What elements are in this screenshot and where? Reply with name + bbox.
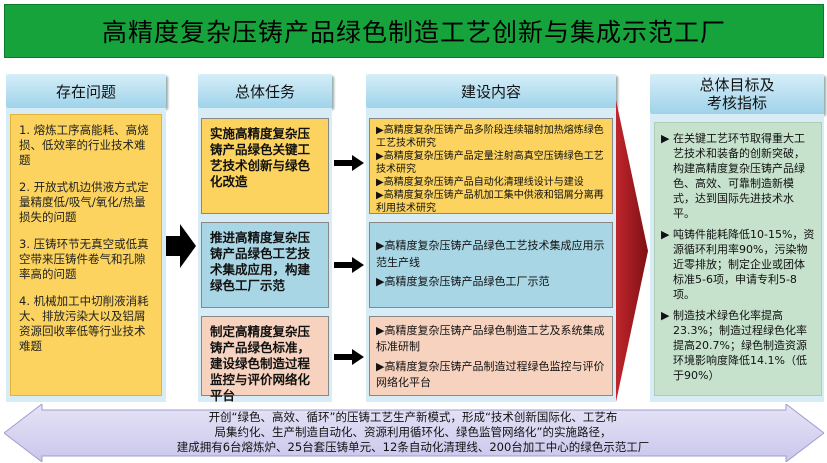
chevron-right-icon [616,100,648,402]
bottom-summary: 开创“绿色、高效、循环”的压铸工艺生产新模式，形成“技术创新国际化、工艺布 局集… [60,410,766,458]
bottom-line-1: 开创“绿色、高效、循环”的压铸工艺生产新模式，形成“技术创新国际化、工艺布 [208,410,618,424]
content-group-3: ▶高精度复杂压铸产品绿色制造工艺及系统集成标准研制 ▶高精度复杂压铸产品制造过程… [369,316,613,396]
content-item: ▶高精度复杂压铸产品制造过程绿色监控与评价网络化平台 [376,360,605,389]
problem-item-3: 3. 压铸环节无真空或低真空带来压铸件卷气和孔隙率高的问题 [19,237,149,281]
arrow-right-icon [166,224,196,268]
header-goals: 总体目标及 考核指标 [650,74,824,114]
goal-item-3: ▶ 制造技术绿色化率提高23.3%；制造过程绿色化率提高20.7%；绿色制造资源… [661,309,807,382]
goal-item-1: ▶ 在关键工艺环节取得重大工艺技术和装备的创新突破，构建高精度复杂压铸产品绿色、… [661,132,805,220]
task-2: 推进高精度复杂压铸产品绿色工艺技术集成应用，构建绿色工厂示范 [201,222,329,308]
problems-column: 1. 熔炼工序高能耗、高烧损、低效率的行业技术难题 2. 开放式机边供液方式定量… [6,108,166,402]
arrow-right-icon [334,155,364,171]
header-goals-line2: 考核指标 [706,94,767,112]
header-tasks-label: 总体任务 [234,82,295,101]
header-problems-label: 存在问题 [55,82,116,101]
content-item: ▶高精度复杂压铸产品多阶段连续辐射加热熔炼绿色工艺技术研究 [376,125,604,149]
content-item: ▶高精度复杂压铸产品机加工集中供液和铝屑分离再利用技术研究 [376,190,604,214]
content-item: ▶高精度复杂压铸产品定量注射高真空压铸绿色工艺技术研究 [376,151,604,175]
problems-box: 1. 熔炼工序高能耗、高烧损、低效率的行业技术难题 2. 开放式机边供液方式定量… [10,114,162,396]
content-item: ▶高精度复杂压铸产品绿色工艺技术集成应用示范生产线 [376,239,605,269]
bottom-line-2: 局集约化、生产制造自动化、资源利用循环化、绿色监管网络化”的实施路径， [214,425,612,439]
header-problems: 存在问题 [6,74,166,108]
goals-box: ▶ 在关键工艺环节取得重大工艺技术和装备的创新突破，构建高精度复杂压铸产品绿色、… [654,122,822,396]
problem-item-2: 2. 开放式机边供液方式定量精度低/吸气/氧化/热量损失的问题 [19,180,149,224]
double-arrow-banner [4,404,824,462]
content-item: ▶高精度复杂压铸产品绿色工厂示范 [376,275,550,288]
arrow-right-icon [334,257,364,273]
task-1-label: 实施高精度复杂压铸产品绿色关键工艺技术创新与绿色化改造 [210,126,311,189]
problem-item-4: 4. 机械加工中切削液消耗大、排放污染大以及铝屑资源回收率低等行业技术难题 [19,294,149,353]
header-content-label: 建设内容 [460,82,521,101]
task-3: 制定高精度复杂压铸产品绿色标准，建设绿色制造过程监控与评价网络化平台 [201,316,329,403]
problem-item-1: 1. 熔炼工序高能耗、高烧损、低效率的行业技术难题 [19,123,149,167]
bullet-icon: ▶ [661,228,670,241]
task-2-label: 推进高精度复杂压铸产品绿色工艺技术集成应用，构建绿色工厂示范 [210,230,311,293]
page-title: 高精度复杂压铸产品绿色制造工艺创新与集成示范工厂 [4,4,824,58]
bullet-icon: ▶ [661,132,670,145]
content-item: ▶高精度复杂压铸产品绿色制造工艺及系统集成标准研制 [376,324,605,353]
arrow-right-icon [334,349,364,365]
bottom-line-3: 建成拥有6台熔炼炉、25台套压铸单元、12条自动化清理线、200台加工中心的绿色… [176,440,650,454]
goal-item-2: ▶ 吨铸件能耗降低10-15%，资源循环利用率90%，污染物近零排放；制定企业或… [661,228,815,301]
task-3-label: 制定高精度复杂压铸产品绿色标准，建设绿色制造过程监控与评价网络化平台 [210,324,311,403]
header-tasks: 总体任务 [198,74,332,108]
content-item: ▶高精度复杂压铸产品自动化清理线设计与建设 [376,177,584,188]
header-goals-line1: 总体目标及 [699,76,775,94]
content-group-2: ▶高精度复杂压铸产品绿色工艺技术集成应用示范生产线 ▶高精度复杂压铸产品绿色工厂… [369,222,613,308]
bullet-icon: ▶ [661,309,670,322]
task-1: 实施高精度复杂压铸产品绿色关键工艺技术创新与绿色化改造 [201,118,329,214]
content-group-1: ▶高精度复杂压铸产品多阶段连续辐射加热熔炼绿色工艺技术研究 ▶高精度复杂压铸产品… [369,118,613,214]
header-content: 建设内容 [366,74,616,108]
